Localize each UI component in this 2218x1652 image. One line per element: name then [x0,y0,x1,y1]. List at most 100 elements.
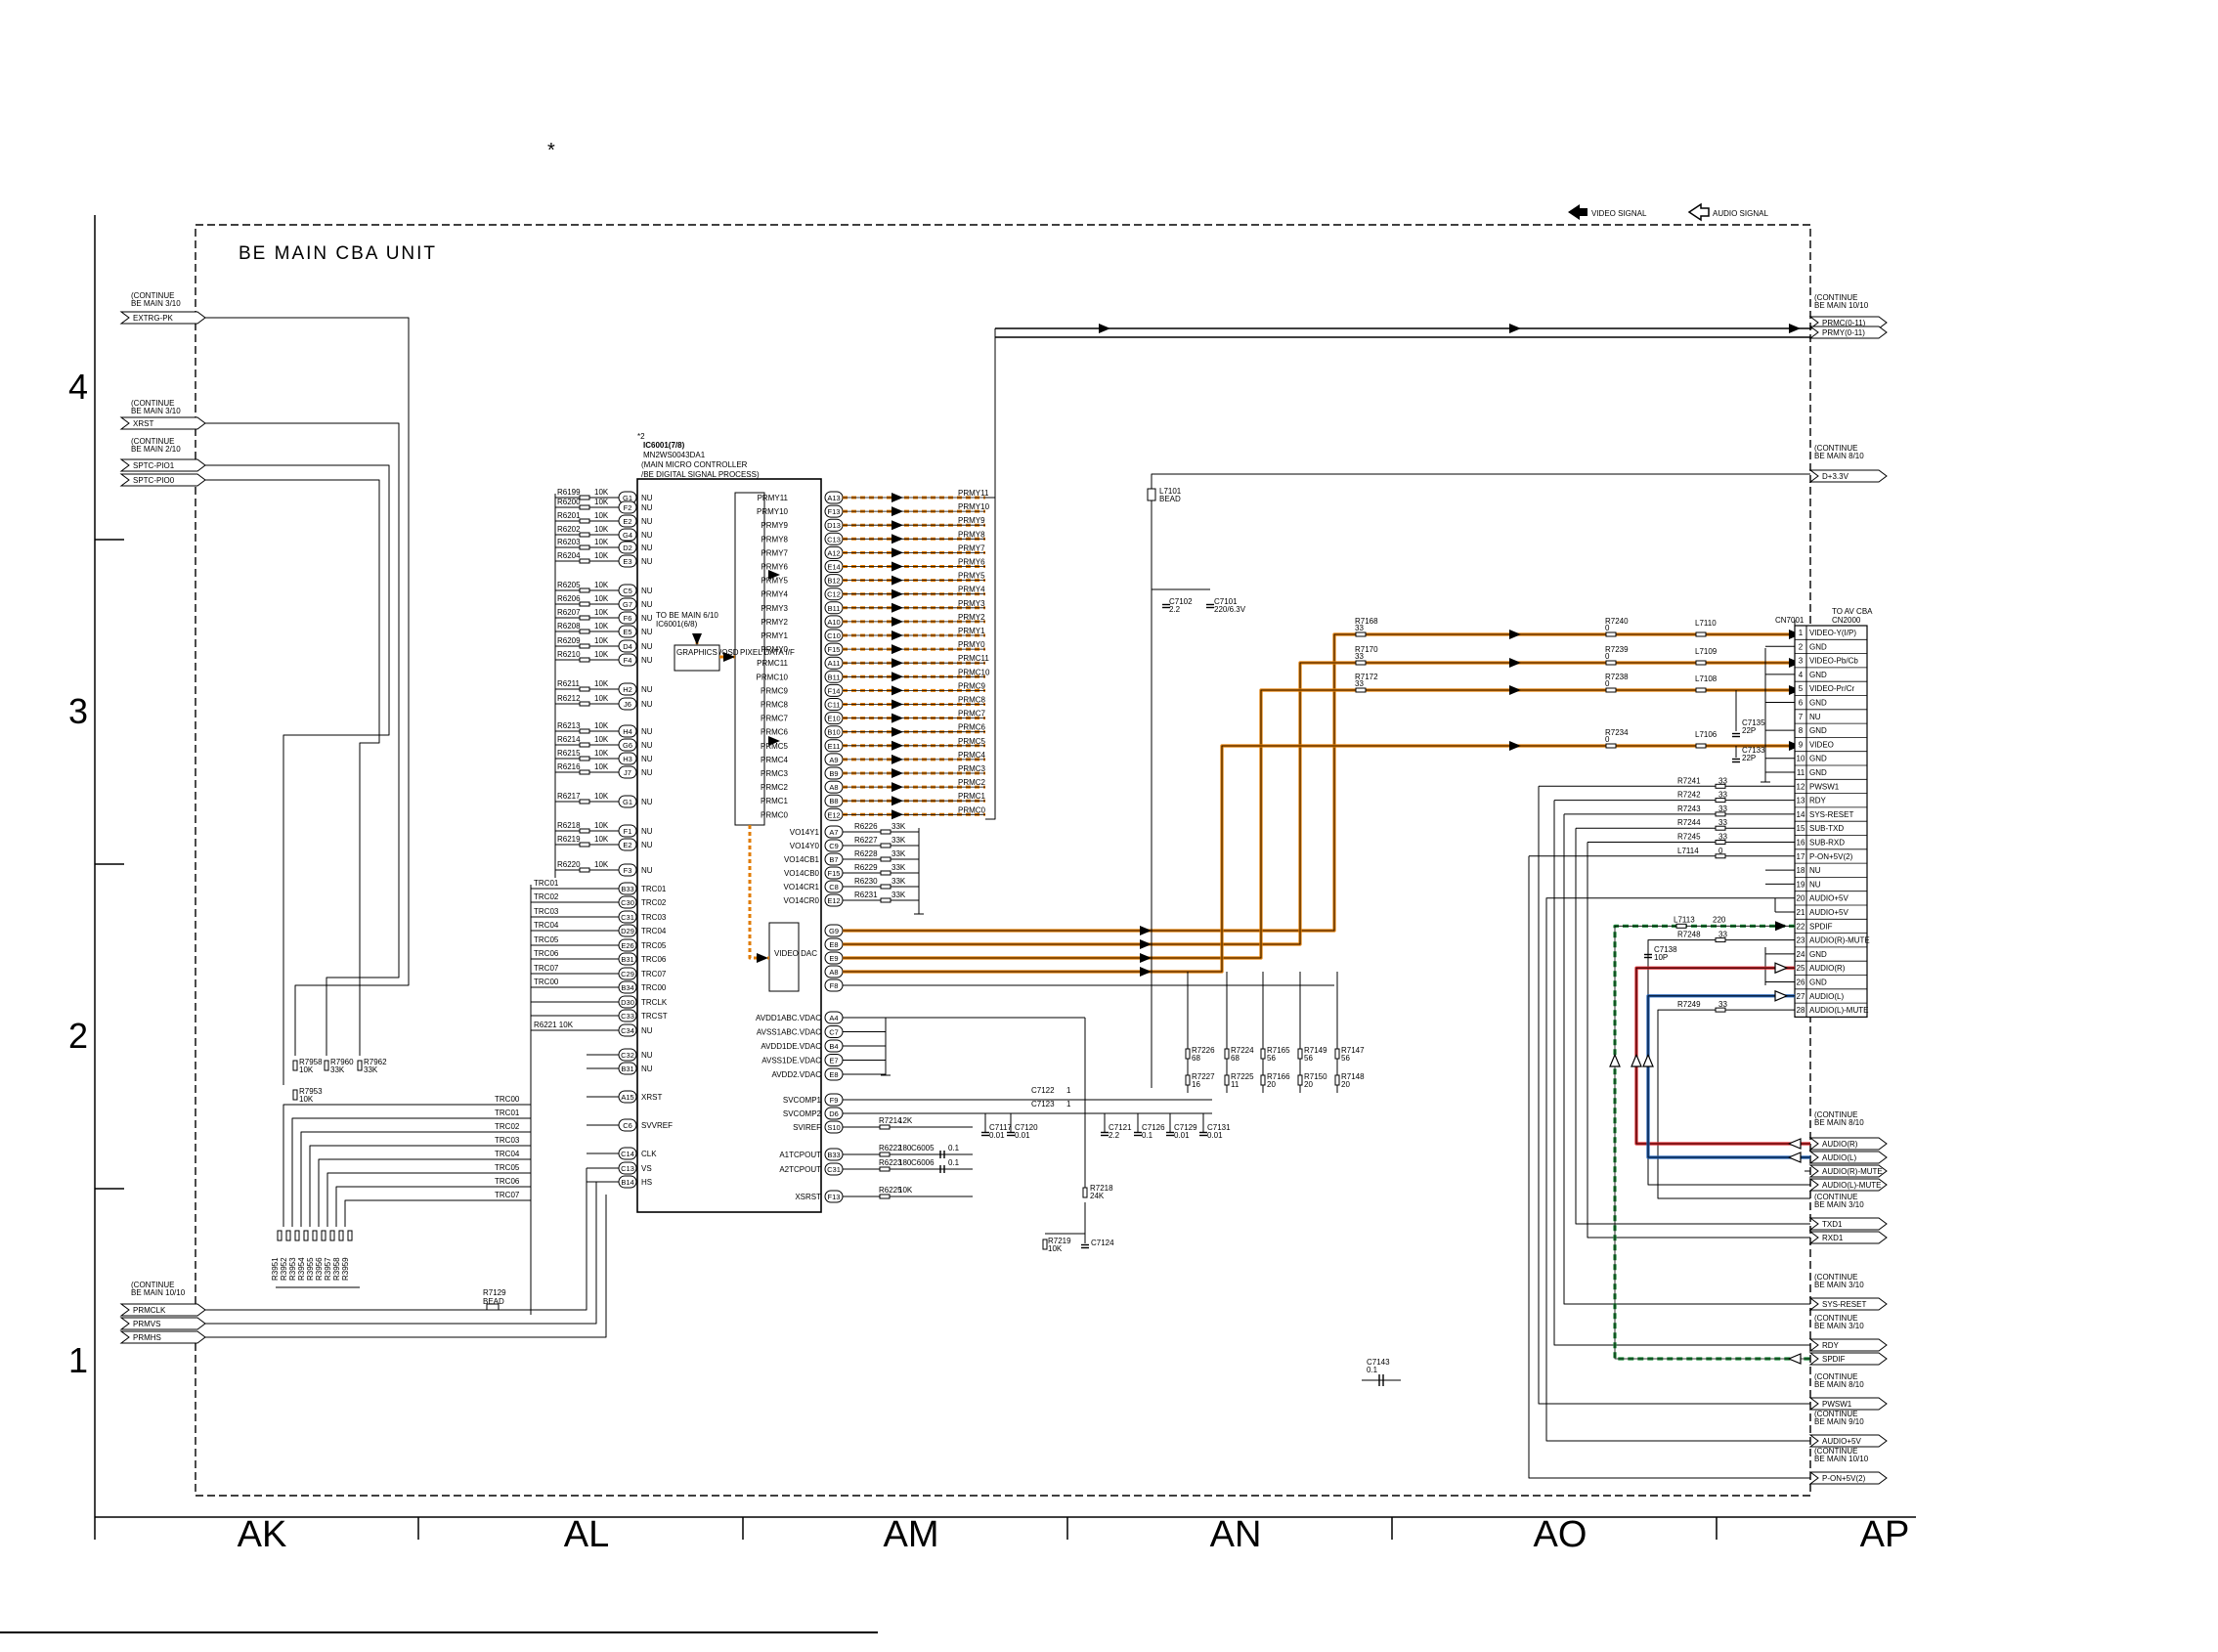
right-connector-6-sheet: BE MAIN 8/10 [1814,1380,1864,1389]
video-out-3-arrow-b-icon [1509,741,1521,751]
bank-resistor-r3957 [329,1230,335,1241]
c-pin-prmc4-bus-label: PRMC4 [958,751,986,760]
pull-r7953 [292,1089,298,1101]
series-ref-r7238: R7238 [1605,673,1629,681]
bead-r7129-val: BEAD [483,1297,504,1306]
cn7001-pin-num-7: 7 [1799,713,1804,721]
vo-pin-vo14y0-pin-label: C9 [829,842,839,850]
nu-pin-r6207-val: 10K [594,608,609,617]
nu-pin-r6202-pin [618,528,637,542]
c-pin-prmc8-bus-label: PRMC8 [958,696,986,705]
grid-column-AP: AP [1860,1514,1910,1555]
y-pin-prmy5-bus-label: PRMY5 [958,572,985,581]
nu-pin-r6209-ref: R6209 [557,636,581,645]
cn7001-pin-name-17: P-ON+5V(2) [1809,852,1853,861]
dac-pin-e9-label: E9 [829,954,838,963]
bank-resistor-label-r3951: R3951 [271,1257,280,1281]
grid-row-2: 2 [68,1016,88,1056]
nu-pin-r6200-resistor [579,504,590,510]
nu-pin-r6214-ref: R6214 [557,735,581,744]
misc-pin-nu-1-name: NU [641,1065,653,1073]
nu-pin-r6203-resistor [579,544,590,550]
cap-val-c7122: 1 [1066,1086,1071,1095]
nu-pin-r6209-resistor [579,643,590,649]
trace-pin-trc00-7-pin-label: B34 [621,983,633,992]
audio-l-core [1647,995,1810,1158]
cap-ref-c7143: C7143 [1367,1358,1390,1367]
power-pin-2-pin-label: B4 [829,1042,838,1051]
dac-arrow-icon [757,953,768,963]
nu-pin-r6215-pin-label: H3 [623,755,632,763]
right-connector-p-on-5v-2- [1808,1471,1888,1485]
cn7001-pin-name-13: RDY [1809,797,1827,805]
trace-pin-trc04-3-net: TRC04 [534,921,559,930]
prmclk-wire [205,1168,587,1311]
video-out-3-core [843,745,1799,973]
dac-pin-g9-label: G9 [829,927,839,935]
sv-pin-xsrst-pin-label: F13 [828,1193,841,1201]
series-val-r7170: 33 [1355,652,1364,661]
pull-r7962 [357,1060,363,1071]
vo-pin-vo14y1-ref: R6226 [854,822,878,831]
misc-pin-xrst-2-name: XRST [641,1093,662,1102]
video-out-1-orange [843,661,1799,946]
trace-fanout-label-trc03: TRC03 [495,1136,520,1145]
trace-pin-trc07-6-pin-label: C29 [621,970,634,978]
y-pin-prmy0-name: PRMY0 [761,645,788,654]
y-pin-prmy4-pin-label: C12 [827,590,841,599]
bank-resistor-r3953 [294,1230,300,1241]
pull-r7958 [292,1060,298,1071]
cn7001-pin-num-27: 27 [1797,992,1805,1001]
trace-fanout-trc02 [300,1131,485,1227]
y-pin-prmy2-pin-label: A10 [827,618,840,627]
sv-val-r7214: 12K [898,1116,913,1125]
legend: VIDEO SIGNAL AUDIO SIGNAL [1568,202,1768,222]
nu-pin-r6213-ref: R6213 [557,721,581,730]
term-r7227 [1185,1074,1191,1086]
trace-fanout-trc05 [326,1172,485,1227]
vo-pin-vo14y0-name: VO14Y0 [790,842,820,850]
term-val-r7225: 11 [1231,1080,1239,1089]
cap-val-c7121: 2.2 [1109,1131,1120,1140]
right-connector-8-continue: (CONTINUE [1814,1447,1857,1456]
cn7001-pin-name-12: PWSW1 [1809,782,1840,791]
power-pin-1-pin-label: C7 [829,1028,839,1037]
cn7001-pin-name-11: GND [1809,768,1827,777]
left-connector-2-continue: (CONTINUE [131,437,174,446]
prmhs-wire [205,1195,607,1338]
nu-pin-r6213-resistor [579,728,590,734]
vo-pin-vo14cr1-name: VO14CR1 [784,883,820,891]
ctrl-ref-r7245: R7245 [1677,833,1701,842]
r7219-body [1042,1239,1048,1250]
nu-pin-r6203-name: NU [641,543,653,552]
grid-column-AO: AO [1534,1514,1587,1555]
vo-pin-vo14cb1-ref: R6228 [854,849,878,858]
sv-ref-r7214: R7214 [879,1116,902,1125]
vo-pin-vo14y1-name: VO14Y1 [790,828,820,837]
cap-val-c6006: 0.1 [948,1158,960,1167]
misc-pin-vs-5-name: VS [641,1164,652,1173]
mute-val-r7248: 33 [1718,931,1727,939]
ctrl-val-r7245: 33 [1718,833,1727,842]
right-connector-audio-l-mute [1808,1178,1888,1192]
nu-pin-r6214-resistor [579,742,590,748]
nu-pin-r6214-name: NU [641,741,653,750]
nu-pin-r6208-val: 10K [594,622,609,630]
pixel-block-label: PIXEL DATA I/F [740,648,795,657]
nu-pin-r6200-pin [618,500,637,514]
spdif-core [1614,925,1810,1360]
cap-val-c7129: 0.01 [1174,1131,1190,1140]
right-connector-pwsw1 [1808,1397,1888,1411]
trace-pin-trc06-5-name: TRC06 [641,955,667,964]
y-pin-prmy8-name: PRMY8 [761,535,788,543]
legend-audio-label: AUDIO SIGNAL [1713,209,1768,218]
cap-ref-c7138: C7138 [1654,945,1677,954]
nu-pin-r6207-ref: R6207 [557,608,581,617]
cn7001-pin-num-26: 26 [1797,978,1805,987]
right-connector-3-sheet: BE MAIN 3/10 [1814,1200,1864,1209]
right-connector-spdif [1808,1352,1888,1366]
cap-val-c7133: 22P [1742,754,1756,762]
misc-pin-hs-6-pin [618,1175,637,1189]
right-connector-5-continue: (CONTINUE [1814,1314,1857,1323]
right-connector-sys-reset-label: SYS-RESET [1822,1300,1866,1309]
